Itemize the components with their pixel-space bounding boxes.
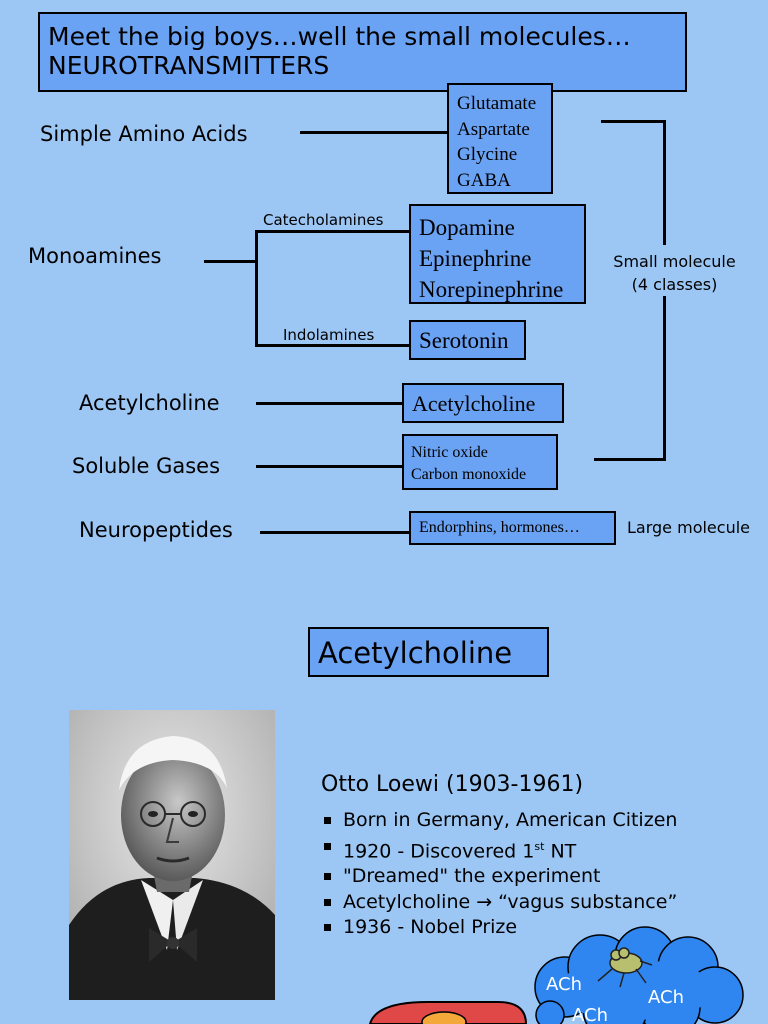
acetylcholine-box: Acetylcholine <box>402 383 564 423</box>
portrait-illustration <box>69 710 275 1000</box>
indolamines-box: Serotonin <box>409 320 526 360</box>
bio-bullet: Acetylcholine → “vagus substance” <box>321 890 677 916</box>
portrait-photo <box>69 710 275 1000</box>
catecholamine-item: Epinephrine <box>419 246 532 271</box>
bio-bullet-discovery: 1920 - Discovered 1st NT <box>321 834 677 865</box>
category-monoamines: Monoamines <box>28 244 162 268</box>
small-molecule-line1: Small molecule <box>613 252 736 271</box>
category-acetylcholine: Acetylcholine <box>79 391 220 415</box>
amino-acid-item: Aspartate <box>457 118 530 140</box>
connector-monoamine-branch <box>255 230 258 347</box>
catecholamine-item: Norepinephrine <box>419 277 564 302</box>
cloud-label-1: ACh <box>546 974 582 995</box>
title-line2: NEUROTRANSMITTERS <box>48 51 330 80</box>
thought-cloud: ACh ACh ACh <box>520 925 750 1024</box>
cloud-label-2: ACh <box>648 987 684 1008</box>
discovery-text-sup: st <box>534 839 545 853</box>
catecholamines-box: Dopamine Epinephrine Norepinephrine <box>409 204 586 304</box>
section2-title: Acetylcholine <box>318 636 513 670</box>
gases-box: Nitric oxide Carbon monoxide <box>402 434 558 490</box>
amino-acid-item: Glutamate <box>457 93 537 114</box>
connector-indolamines <box>255 344 410 347</box>
cloud-label-3: ACh <box>572 1005 608 1024</box>
title-box: Meet the big boys…well the small molecul… <box>38 12 687 92</box>
connector-gases <box>256 465 403 468</box>
red-shape-decoration <box>368 1000 528 1024</box>
frog-icon <box>597 947 653 988</box>
gas-item: Carbon monoxide <box>411 466 527 483</box>
category-amino-acids: Simple Amino Acids <box>40 122 248 146</box>
connector-monoamines <box>204 260 256 263</box>
connector-acetylcholine <box>256 402 403 405</box>
neuropeptides-label: Endorphins, hormones… <box>419 519 580 536</box>
subcategory-catecholamines: Catecholamines <box>263 211 384 229</box>
neuropeptides-box: Endorphins, hormones… <box>409 511 616 545</box>
small-molecule-label: Small molecule (4 classes) <box>608 250 741 296</box>
large-molecule-label: Large molecule <box>627 518 750 537</box>
bio-bullet: Born in Germany, American Citizen <box>321 808 677 834</box>
catecholamine-item: Dopamine <box>419 215 515 240</box>
title-line1: Meet the big boys…well the small molecul… <box>48 22 631 51</box>
cloud-shape <box>534 926 744 1024</box>
bracket-vertical-upper <box>663 120 666 245</box>
amino-acid-item: Glycine <box>457 144 518 165</box>
bracket-vertical-lower <box>663 296 666 461</box>
bracket-top <box>601 120 666 123</box>
discovery-text-pre: 1920 - Discovered 1 <box>343 839 535 862</box>
category-neuropeptides: Neuropeptides <box>79 518 233 542</box>
small-molecule-line2: (4 classes) <box>631 275 718 294</box>
bio-bullet: 1936 - Nobel Prize <box>321 915 677 941</box>
bracket-bottom <box>594 458 666 461</box>
connector-catecholamines <box>255 230 410 233</box>
amino-acid-item: GABA <box>457 169 511 191</box>
bio-bullets: Born in Germany, American Citizen 1920 -… <box>321 808 677 941</box>
section2-title-box: Acetylcholine <box>308 627 549 677</box>
amino-acids-box: Glutamate Aspartate Glycine GABA <box>447 83 553 194</box>
subcategory-indolamines: Indolamines <box>283 326 375 344</box>
connector-neuropeptides <box>260 531 409 534</box>
connector-amino-acids <box>300 131 447 134</box>
gas-item: Nitric oxide <box>411 444 488 461</box>
category-soluble-gases: Soluble Gases <box>72 454 221 478</box>
bio-bullet: "Dreamed" the experiment <box>321 864 677 890</box>
discovery-text-post: NT <box>544 839 577 862</box>
serotonin-label: Serotonin <box>419 328 509 353</box>
acetylcholine-label: Acetylcholine <box>412 391 536 416</box>
person-name: Otto Loewi (1903-1961) <box>321 772 584 797</box>
